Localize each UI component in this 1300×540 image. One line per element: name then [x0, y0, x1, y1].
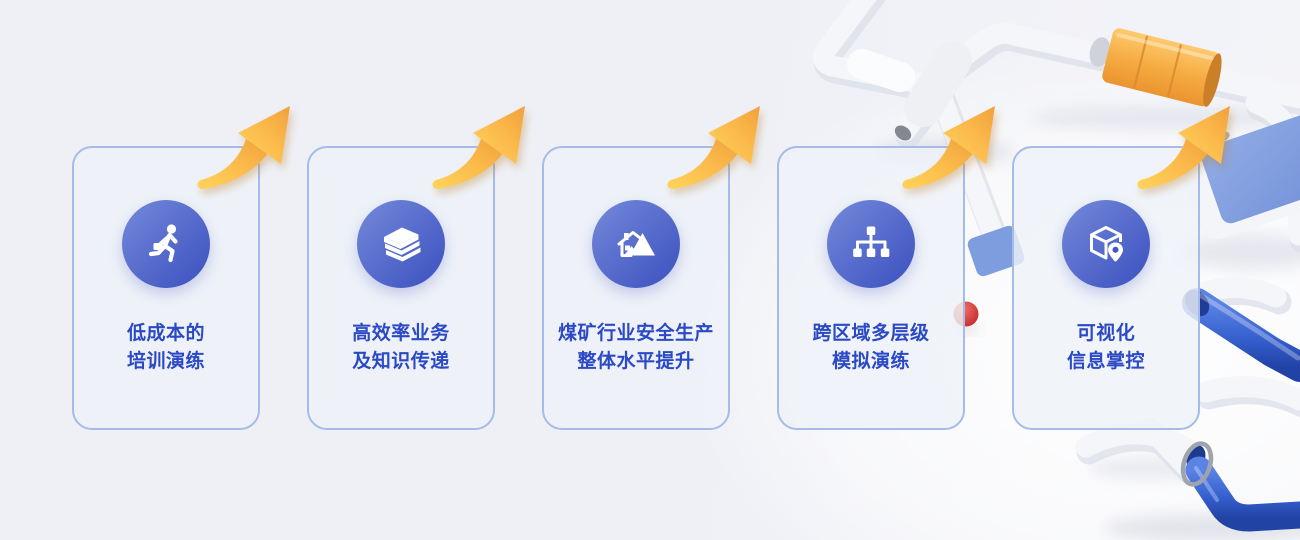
- title-line: 低成本的: [126, 323, 205, 344]
- title-line: 培训演练: [126, 351, 205, 372]
- feature-card-knowledge: 高效率业务 及知识传递: [307, 106, 525, 430]
- feature-card-title: 跨区域多层级 模拟演练: [779, 320, 963, 376]
- feature-icon-circle: [357, 200, 445, 288]
- title-line: 信息掌控: [1066, 351, 1145, 372]
- feature-icon-circle: [827, 200, 915, 288]
- feature-card-title: 煤矿行业安全生产 整体水平提升: [544, 320, 728, 376]
- growth-arrow-icon: [432, 106, 525, 189]
- growth-arrow-icon: [902, 106, 995, 189]
- feature-icon-circle: [1062, 200, 1150, 288]
- feature-card-title: 低成本的 培训演练: [74, 320, 258, 376]
- feature-card-training: 低成本的 培训演练: [72, 106, 290, 430]
- title-line: 模拟演练: [831, 351, 910, 372]
- feature-icon-circle: [592, 200, 680, 288]
- org-hierarchy-icon: [853, 226, 890, 257]
- feature-card-visualization: 可视化 信息掌控: [1012, 106, 1230, 430]
- running-person-icon: [148, 224, 178, 263]
- feature-icon-circle: [122, 200, 210, 288]
- book-stack-icon: [384, 227, 421, 262]
- mine-entrance-icon: [617, 231, 655, 257]
- feature-cards-row: 低成本的 培训演练: [72, 106, 1230, 430]
- growth-arrow-icon: [197, 106, 290, 189]
- feature-card-safety: 煤矿行业安全生产 整体水平提升: [542, 106, 760, 430]
- title-line: 煤矿行业安全生产: [557, 323, 714, 344]
- feature-card-title: 高效率业务 及知识传递: [309, 320, 493, 376]
- feature-card-simulation: 跨区域多层级 模拟演练: [777, 106, 995, 430]
- cube-location-icon: [1090, 226, 1123, 262]
- growth-arrow-icon: [667, 106, 760, 189]
- title-line: 可视化: [1076, 323, 1136, 344]
- title-line: 高效率业务: [352, 323, 450, 344]
- title-line: 及知识传递: [352, 351, 450, 372]
- title-line: 跨区域多层级: [812, 323, 930, 344]
- growth-arrow-icon: [1137, 106, 1230, 189]
- title-line: 整体水平提升: [577, 351, 695, 372]
- feature-card-title: 可视化 信息掌控: [1014, 320, 1198, 376]
